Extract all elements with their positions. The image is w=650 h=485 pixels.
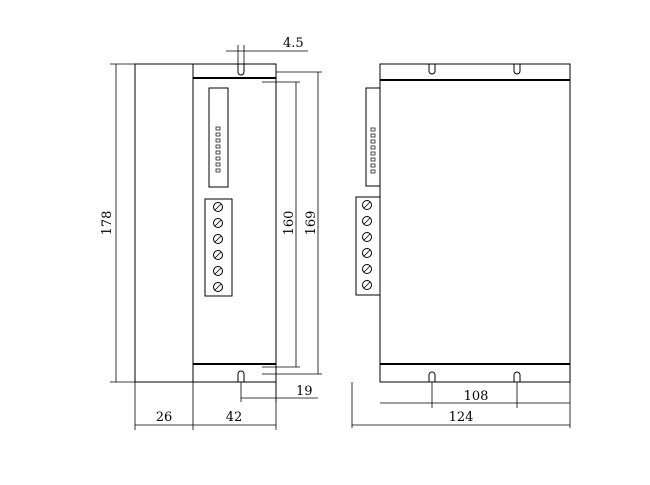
terminal-screw [213, 282, 223, 292]
screw-slot [214, 267, 222, 275]
dim-overall-height: 178 [100, 211, 115, 236]
signal-pin [215, 138, 221, 143]
screw-slot [214, 283, 222, 291]
signal-pin [370, 127, 376, 132]
heatsink-body [134, 63, 194, 383]
screw-slot [363, 201, 371, 209]
terminal-screw [362, 216, 372, 226]
driver-body [192, 63, 277, 383]
signal-pin [215, 162, 221, 167]
rear-bottom-slot-left [428, 371, 436, 382]
screw-slot [363, 233, 371, 241]
rear-signal-connector [365, 87, 381, 187]
dim-mount-height: 160 [282, 211, 297, 236]
terminal-screw [362, 232, 372, 242]
signal-pin [370, 133, 376, 138]
screw-slot [214, 251, 222, 259]
dim-slot-span-height: 169 [304, 211, 319, 236]
screw-slot [214, 203, 222, 211]
screw-slot [214, 219, 222, 227]
signal-pin [215, 144, 221, 149]
screw-slot [363, 265, 371, 273]
rear-body [379, 63, 571, 383]
screw-slot [363, 217, 371, 225]
rear-signal-pins [370, 127, 376, 174]
rear-terminal-block [355, 196, 381, 296]
side-view [134, 63, 277, 383]
terminal-screw [213, 218, 223, 228]
signal-pin [215, 156, 221, 161]
signal-pins [215, 126, 221, 173]
signal-pin [215, 168, 221, 173]
terminal-screw [213, 266, 223, 276]
rear-terminal-screws [362, 200, 372, 290]
dim-overall-width: 124 [449, 410, 474, 425]
terminal-screw [213, 202, 223, 212]
power-terminal-block [204, 198, 233, 297]
signal-pin [215, 150, 221, 155]
terminal-screw [362, 280, 372, 290]
signal-pin [370, 145, 376, 150]
signal-pin [370, 157, 376, 162]
rear-view [355, 63, 571, 383]
signal-pin [370, 169, 376, 174]
top-mount-slot [237, 64, 245, 76]
screw-slot [363, 281, 371, 289]
signal-pin [370, 163, 376, 168]
dim-heatsink-depth: 26 [156, 410, 173, 425]
dimension-lines: 178 4.5 160 169 19 26 42 108 [100, 36, 571, 430]
terminal-screw [362, 248, 372, 258]
signal-pin [370, 151, 376, 156]
terminal-screw [362, 264, 372, 274]
rear-top-slot-right [513, 64, 521, 75]
signal-pin [215, 132, 221, 137]
dim-slot-offset: 19 [296, 384, 313, 399]
bottom-mount-slot [237, 370, 245, 382]
signal-connector [208, 87, 229, 188]
dim-mount-width: 108 [464, 389, 489, 404]
dim-slot-width: 4.5 [283, 36, 304, 51]
rear-bottom-slot-right [513, 371, 521, 382]
terminal-screw [362, 200, 372, 210]
rear-top-slot-left [428, 64, 436, 75]
signal-pin [370, 139, 376, 144]
dim-body-depth: 42 [226, 410, 243, 425]
terminal-screw [213, 234, 223, 244]
signal-pin [215, 126, 221, 131]
terminal-screw [213, 250, 223, 260]
screw-slot [363, 249, 371, 257]
screw-slot [214, 235, 222, 243]
terminal-screws [213, 202, 223, 292]
